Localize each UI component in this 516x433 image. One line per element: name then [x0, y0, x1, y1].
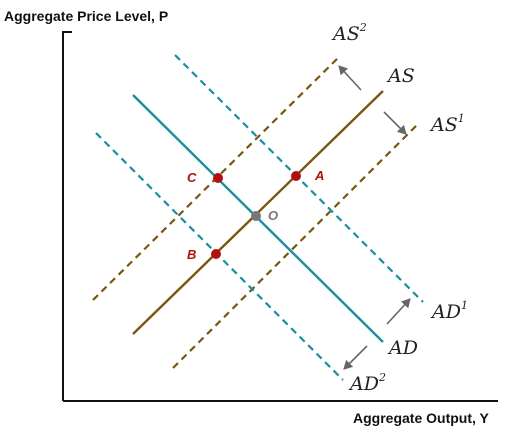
y-axis-title: Aggregate Price Level, P: [4, 8, 168, 24]
shift-arrow-ad1: [386, 298, 411, 325]
point-b: [211, 249, 221, 259]
point-o-label: O: [268, 208, 278, 223]
point-c-label: C: [187, 170, 197, 185]
shift-arrow-as1: [383, 111, 407, 135]
shift-arrow-as2: [338, 65, 362, 91]
as-label: AS: [386, 65, 415, 87]
x-axis-title: Aggregate Output, Y: [353, 410, 490, 426]
y-axis: [62, 31, 72, 401]
as2-label: AS2: [331, 21, 367, 45]
point-c: [213, 173, 223, 183]
point-a-label: A: [314, 168, 324, 183]
point-b-label: B: [187, 247, 196, 262]
ad1-label: AD1: [430, 299, 468, 323]
ad-label: AD: [387, 337, 418, 359]
ad2-label: AD2: [348, 371, 386, 395]
ad1-curve: [174, 54, 424, 303]
as1-label: AS1: [429, 112, 465, 136]
as1-curve: [172, 123, 419, 369]
point-o: [251, 211, 261, 221]
shift-arrow-ad2: [343, 345, 368, 370]
point-a: [291, 171, 301, 181]
